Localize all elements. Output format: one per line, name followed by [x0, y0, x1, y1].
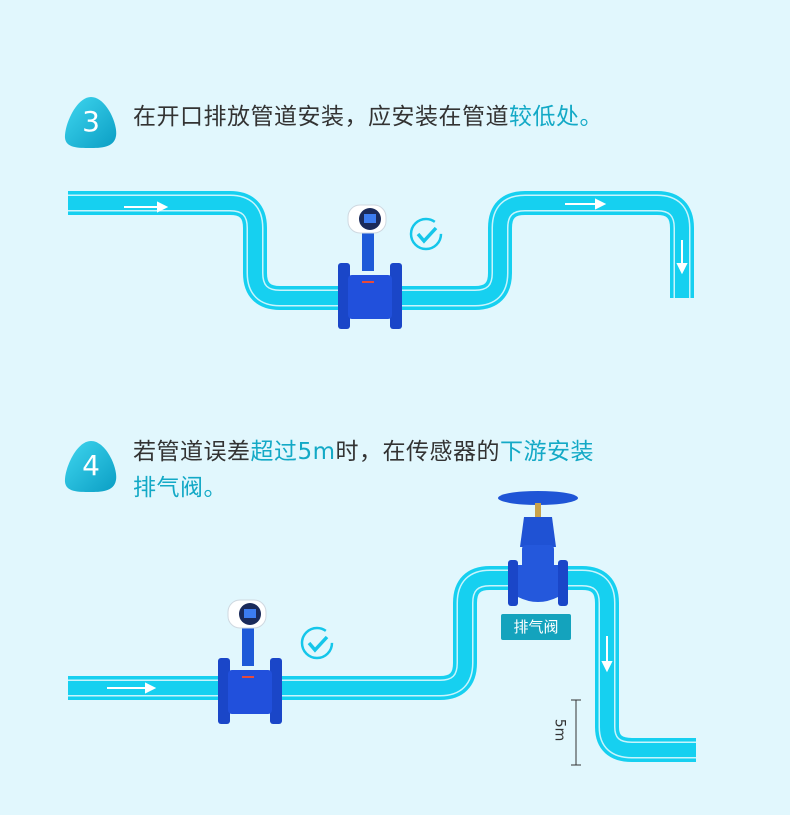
flow-arrow: [124, 198, 688, 275]
flow-arrow: [107, 636, 613, 694]
step-3-highlight: 较低处: [509, 104, 580, 130]
distance-label: 5m: [551, 718, 568, 742]
check-icon: [409, 217, 443, 251]
check-icon: [300, 626, 334, 660]
distance-marker: [571, 699, 581, 766]
step-3-text: 在开口排放管道安装，应安装在管道较低处。: [133, 104, 603, 130]
gate-valve-icon: [498, 491, 578, 606]
valve-label: 排气阀: [501, 614, 571, 640]
pipe-section-4: [68, 566, 696, 762]
flowmeter-icon: [217, 599, 283, 725]
step-4-text: 若管道误差超过5m时，在传感器的下游安装排气阀。: [133, 439, 595, 501]
pipe-section-3: [68, 191, 694, 310]
step-badge-4: 4: [62, 438, 120, 494]
flowmeter-icon: [337, 204, 403, 330]
step-badge-3: 3: [62, 94, 120, 150]
